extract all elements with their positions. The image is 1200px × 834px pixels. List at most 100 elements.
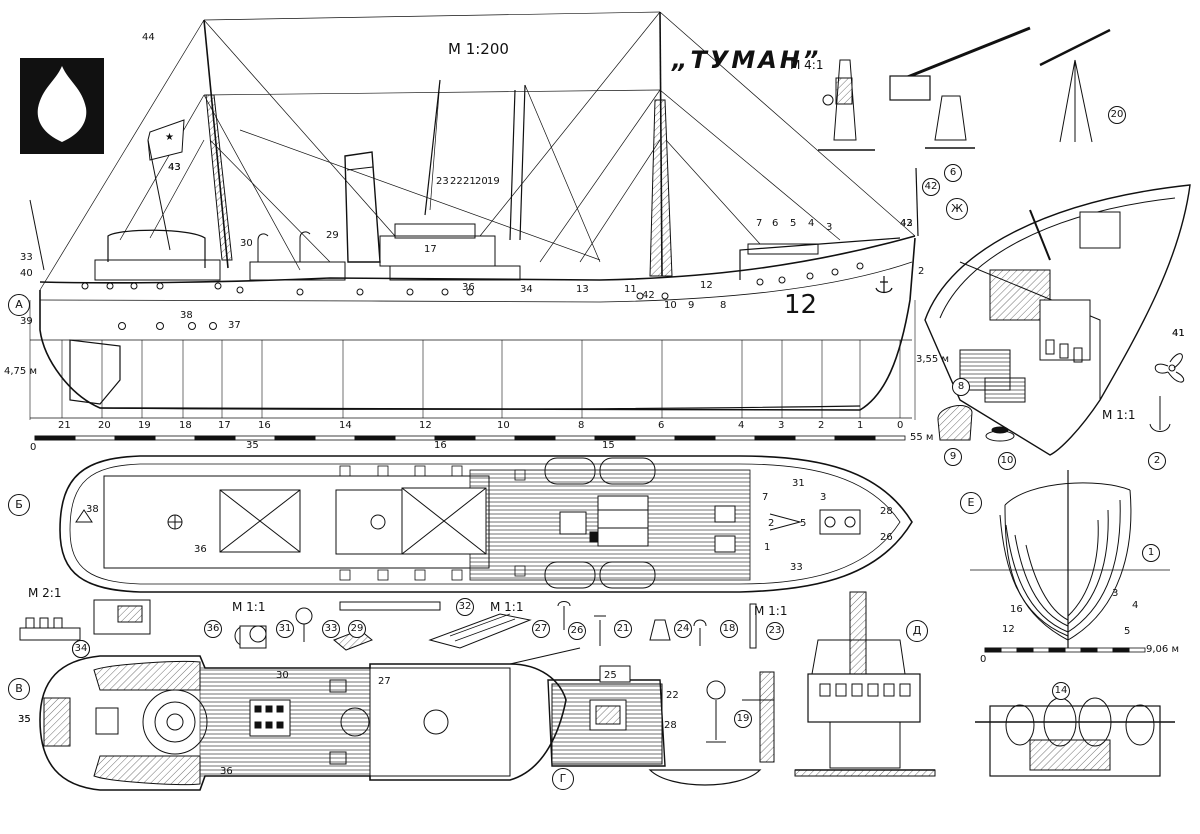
scale-bar-end: 55 м	[910, 432, 934, 443]
callout-circle: 36	[204, 620, 222, 638]
callout: 5	[800, 518, 807, 529]
callout: 38	[180, 310, 193, 321]
callout-circle: 23	[766, 622, 784, 640]
callout: 3	[826, 222, 833, 233]
callout: 33	[790, 562, 803, 573]
callout: 6	[772, 218, 779, 229]
winch-detail	[975, 697, 1175, 777]
svg-text:★: ★	[165, 132, 174, 143]
bow-emblem	[20, 58, 104, 154]
callout: 16	[1010, 604, 1023, 615]
callout: 16	[434, 440, 447, 451]
scale-label-m21: М 2:1	[28, 586, 62, 600]
callout: 3	[820, 492, 827, 503]
callout-circle: 19	[734, 710, 752, 728]
callout: 7	[756, 218, 763, 229]
callout: 1	[764, 542, 771, 553]
frame-number: 8	[578, 420, 585, 431]
callout: 20	[475, 176, 488, 187]
callout: 30	[276, 670, 289, 681]
frame-number: 18	[179, 420, 192, 431]
frame-number: 0	[897, 420, 904, 431]
callout: 10	[664, 300, 677, 311]
section-letter-e: Е	[960, 492, 982, 514]
callout: 4	[808, 218, 815, 229]
callout: 43	[168, 162, 181, 173]
callout: 41	[1172, 328, 1185, 339]
callout-circle: 9	[944, 448, 962, 466]
scale-bar-start: 0	[30, 442, 37, 453]
section-scale-end: 9,06 м	[1146, 644, 1179, 655]
callout: 44	[142, 32, 155, 43]
callout-circle: 24	[674, 620, 692, 638]
callout: 2	[768, 518, 775, 529]
callout: 17	[424, 244, 437, 255]
lower-details	[648, 671, 775, 786]
deck-plan	[59, 455, 913, 593]
section-letter-d: Д	[906, 620, 928, 642]
frame-number: 1	[857, 420, 864, 431]
ship-title: „ТУМАН”	[672, 46, 822, 74]
frame-number: 2	[818, 420, 825, 431]
main-scale-label: М 1:200	[448, 40, 509, 58]
callout-circle: 34	[72, 640, 90, 658]
callout: 30	[240, 238, 253, 249]
frame-number: 16	[258, 420, 271, 431]
body-plan	[970, 470, 1170, 653]
callout: 26	[880, 532, 893, 543]
section-letter-v: В	[8, 678, 30, 700]
section-letter-b: Б	[8, 494, 30, 516]
callout: 36	[194, 544, 207, 555]
frame-number: 4	[738, 420, 745, 431]
callout: 4	[1132, 600, 1139, 611]
section-letter-zh: Ж	[946, 198, 968, 220]
callout-circle: 26	[568, 622, 586, 640]
callout: 38	[86, 504, 99, 515]
callout: 42	[900, 218, 913, 229]
scale-label-m11-right: М 1:1	[1102, 408, 1136, 422]
callout-circle: 18	[720, 620, 738, 638]
frame-number: 19	[138, 420, 151, 431]
frame-number: 6	[658, 420, 665, 431]
callout: 35	[246, 440, 259, 451]
callout: 28	[880, 506, 893, 517]
frame-number: 10	[497, 420, 510, 431]
callout: 36	[462, 282, 475, 293]
scale-label-m11-right2: М 1:1	[754, 604, 788, 618]
callout: 43	[168, 162, 181, 173]
callout: 22	[450, 176, 463, 187]
callout-circle: 20	[1108, 106, 1126, 124]
callout: 7	[762, 492, 769, 503]
callout-circle: 1	[1142, 544, 1160, 562]
forecastle-perspective	[924, 184, 1191, 456]
section-letter-a: А	[8, 294, 30, 316]
callout: 12	[1002, 624, 1015, 635]
scale-label-m11-mid: М 1:1	[232, 600, 266, 614]
callout: 31	[792, 478, 805, 489]
callout: 22	[666, 690, 679, 701]
callout-circle: 14	[1052, 682, 1070, 700]
callout: 35	[18, 714, 31, 725]
deckhouse-detail	[547, 665, 666, 767]
callout-circle: 27	[532, 620, 550, 638]
callout: 40	[20, 268, 33, 279]
callout: 28	[664, 720, 677, 731]
callout: 5	[1124, 626, 1131, 637]
side-profile: ★	[29, 11, 919, 441]
frame-number: 20	[98, 420, 111, 431]
callout: 29	[326, 230, 339, 241]
frame-number: 3	[778, 420, 785, 431]
frame-number: 12	[419, 420, 432, 431]
callout: 11	[624, 284, 637, 295]
callout: 34	[520, 284, 533, 295]
callout-circle: 29	[348, 620, 366, 638]
callout: 42	[642, 290, 655, 301]
callout-circle: 2	[1148, 452, 1166, 470]
main-scale-bar	[34, 435, 906, 441]
callout-circle: 21	[614, 620, 632, 638]
section-letter-g: Г	[552, 768, 574, 790]
callout: 15	[602, 440, 615, 451]
callout: 5	[790, 218, 797, 229]
callout: 37	[228, 320, 241, 331]
